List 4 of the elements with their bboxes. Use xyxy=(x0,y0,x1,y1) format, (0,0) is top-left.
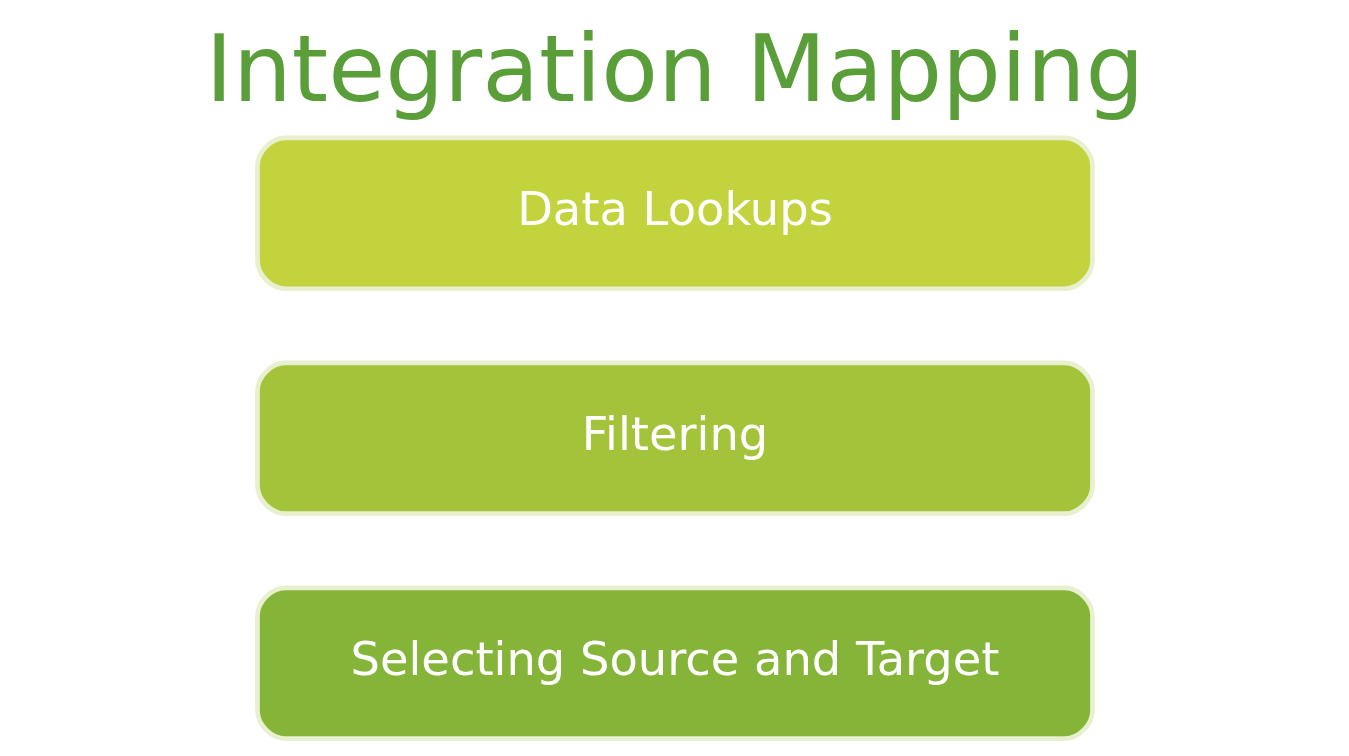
diagram-title: Integration Mapping xyxy=(205,14,1144,123)
node-box: Filtering xyxy=(254,360,1095,516)
node-box: Data Lookups xyxy=(254,135,1095,291)
node-box: Selecting Source and Target xyxy=(254,585,1095,741)
